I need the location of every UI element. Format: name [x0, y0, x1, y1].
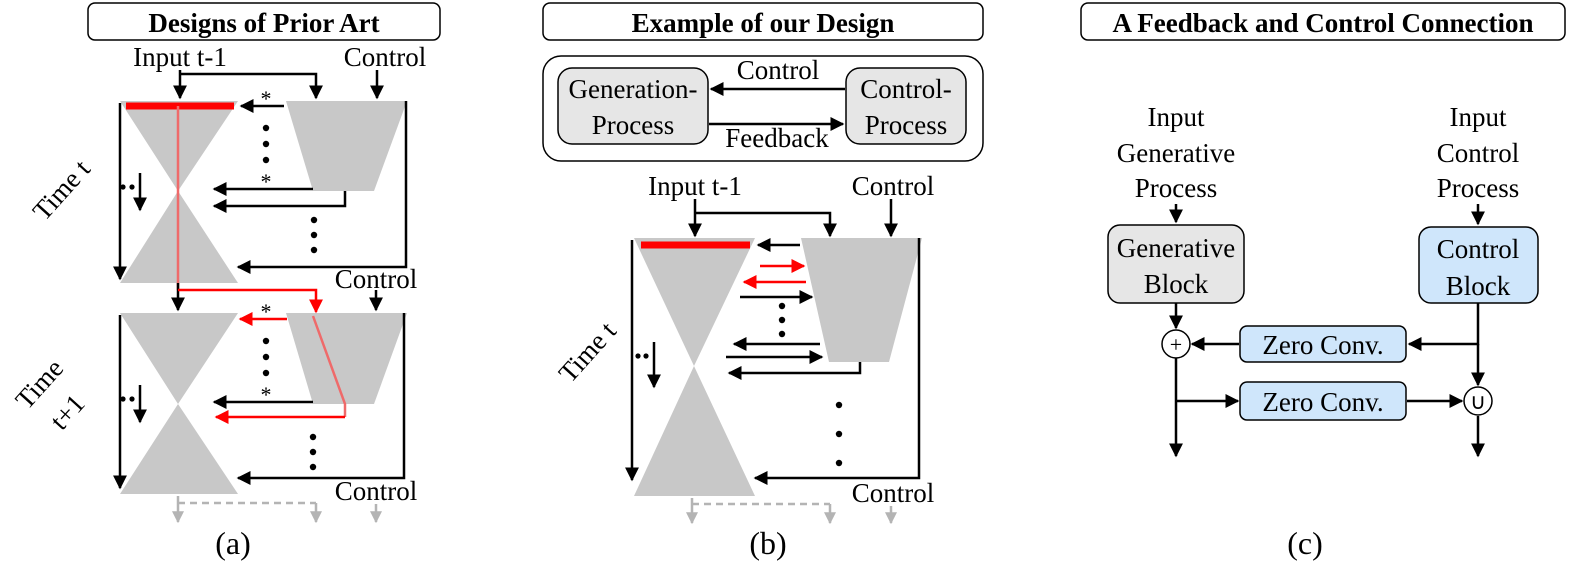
panel-c-generative-block-label-2: Block — [1144, 269, 1209, 299]
panel-a-ellipsis-dot — [262, 156, 270, 164]
panel-b-control-bottom-label: Control — [852, 478, 935, 508]
panel-a-control-block-t1 — [286, 313, 407, 404]
panel-b-control-label-1: Control- — [860, 74, 952, 104]
panel-a-control-top-label: Control — [344, 42, 427, 72]
panel-a-ellipsis-dot — [309, 433, 317, 441]
panel-b-generation-process-node — [557, 67, 709, 145]
panel-b-caption: (b) — [749, 525, 786, 561]
panel-a-ellipsis-dot — [120, 396, 126, 402]
panel-a-title: Designs of Prior Art — [148, 8, 379, 38]
panel-c-input-gen-line-1: Input — [1148, 102, 1205, 132]
panel-a-time-t1-label-2: t+1 — [44, 388, 91, 435]
panel-a-ellipsis-dot — [262, 337, 270, 345]
panel-b-control-top-label: Control — [852, 171, 935, 201]
panel-b-ellipsis-dot — [778, 316, 786, 324]
panel-b-ellipsis-dot — [835, 401, 843, 409]
panel-c-input-gen-line-2: Generative — [1117, 138, 1235, 168]
panel-b-title: Example of our Design — [632, 8, 895, 38]
panel-c-input-gen-line-3: Process — [1135, 173, 1218, 203]
panel-b-time-t-label: Time t — [553, 315, 623, 388]
panel-a-control-loop-arrow-2 — [236, 313, 406, 485]
panel-a-star-1: * — [261, 86, 272, 111]
panel-a-generator-block-t — [120, 101, 238, 283]
panel-b-ellipsis-dot — [778, 302, 786, 310]
panel-c-control-block-label-2: Block — [1446, 271, 1511, 301]
panel-b-input-to-control-arrow — [695, 211, 837, 238]
panel-c-union-symbol: ∪ — [1470, 389, 1486, 414]
panel-a: Designs of Prior Art Input t-1 Control *… — [9, 2, 441, 561]
panel-c-add-symbol: + — [1170, 332, 1182, 357]
panel-a-control-mid-label: Control — [335, 264, 418, 294]
panel-a-ellipsis-dot — [262, 124, 270, 132]
panel-b-generator-block — [634, 238, 755, 496]
panel-c-ctrl-to-zero-arrow — [1407, 303, 1480, 351]
panel-a-ellipsis-dot — [310, 246, 318, 254]
panel-a-input-label: Input t-1 — [133, 42, 227, 72]
panel-c-zero-conv-2-label: Zero Conv. — [1262, 387, 1383, 417]
panel-a-ellipsis-dot — [262, 369, 270, 377]
panel-c-input-ctrl-line-2: Control — [1437, 138, 1520, 168]
panel-a-ellipsis-dot — [309, 463, 317, 471]
panel-a-ellipsis-dot — [120, 184, 126, 190]
panel-a-generator-block-t1 — [120, 313, 238, 494]
panel-b-generation-label-2: Process — [592, 110, 675, 140]
panel-c-control-block-label-1: Control — [1437, 234, 1520, 264]
panel-b-ellipsis-dot — [778, 330, 786, 338]
panel-a-ellipsis-dot — [310, 216, 318, 224]
panel-a-control-block-t — [286, 101, 407, 191]
panel-c-zero-conv-1 — [1239, 325, 1407, 363]
panel-c-zero-conv-2 — [1239, 381, 1407, 421]
panel-c-input-ctrl-line-3: Process — [1437, 173, 1520, 203]
panel-a-title-box — [87, 2, 441, 41]
panel-b-control-loop-arrow — [753, 238, 921, 485]
panel-b-ellipsis-dot — [643, 353, 649, 359]
panel-b-title-box — [542, 2, 984, 41]
panel-a-red-transfer-arrow — [178, 288, 323, 314]
panel-b-input-label: Input t-1 — [648, 171, 742, 201]
panel-a-control-bottom-label: Control — [335, 476, 418, 506]
panel-b-return-arrow — [727, 362, 862, 380]
panel-b-control-label-2: Process — [865, 110, 948, 140]
panel-c: A Feedback and Control Connection Input … — [1080, 2, 1566, 561]
panel-c-union-node — [1463, 386, 1493, 416]
panel-a-return-arrow — [212, 191, 347, 213]
panel-a-ellipsis-dot — [129, 184, 135, 190]
panel-a-ellipsis-dot — [129, 396, 135, 402]
panel-a-input-to-control-arrow — [180, 72, 323, 100]
panel-c-title-box — [1080, 2, 1566, 41]
panel-b: Example of our Design Generation- Proces… — [542, 2, 984, 561]
panel-a-red-ctrl-path — [311, 315, 347, 417]
panel-b-ellipsis-dot — [835, 430, 843, 438]
panel-c-caption: (c) — [1287, 525, 1323, 561]
panel-c-input-ctrl-line-1: Input — [1450, 102, 1507, 132]
panel-b-ellipsis-dot — [635, 353, 641, 359]
panel-b-feedback-edge-label: Feedback — [725, 123, 829, 153]
panel-a-star-3: * — [261, 299, 272, 324]
panel-b-generation-label-1: Generation- — [569, 74, 698, 104]
panel-a-ellipsis-dot — [310, 231, 318, 239]
panel-a-ellipsis-dot — [309, 448, 317, 456]
panel-a-ellipsis-dot — [262, 140, 270, 148]
panel-a-star-4: * — [261, 382, 272, 407]
panel-b-control-process-node — [845, 67, 967, 145]
panel-a-time-t-label: Time t — [27, 153, 97, 226]
panel-a-control-loop-arrow — [236, 101, 408, 274]
panel-c-generative-block-label-1: Generative — [1117, 233, 1235, 263]
panel-b-ellipsis-dot — [835, 459, 843, 467]
panel-a-ellipsis-dot — [262, 353, 270, 361]
panel-c-title: A Feedback and Control Connection — [1112, 8, 1533, 38]
panel-c-zero-conv-1-label: Zero Conv. — [1262, 330, 1383, 360]
panel-b-control-edge-label: Control — [737, 55, 820, 85]
panel-a-caption: (a) — [215, 525, 251, 561]
panel-a-star-2: * — [261, 169, 272, 194]
panel-b-control-block — [801, 238, 922, 362]
